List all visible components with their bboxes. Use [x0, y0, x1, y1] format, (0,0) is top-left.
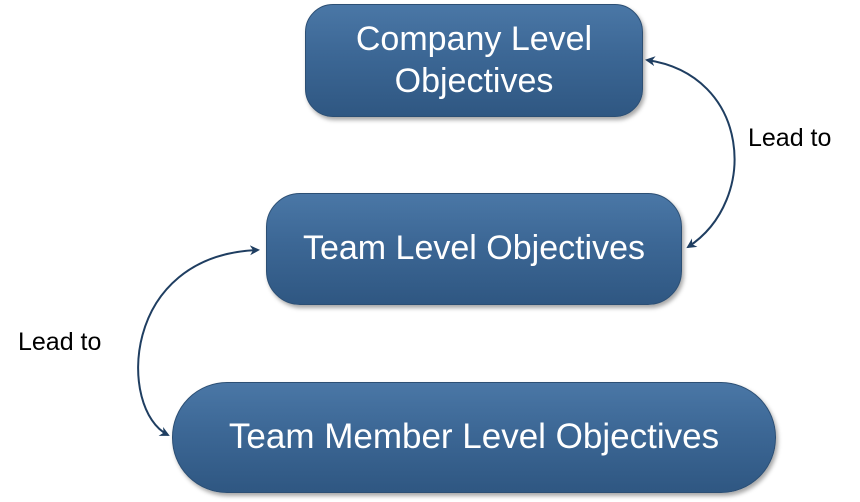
member-node-label: Team Member Level Objectives — [228, 417, 720, 457]
team-node-label: Team Level Objectives — [302, 229, 646, 268]
company-node-label: Company Level Objectives — [355, 20, 593, 100]
edge-label-company-team: Lead to — [748, 124, 832, 152]
edge-label-team-member: Lead to — [18, 328, 102, 356]
team-level-objectives-node: Team Level Objectives — [266, 193, 682, 305]
connector-team-member — [137, 245, 260, 436]
company-level-objectives-node: Company Level Objectives — [305, 4, 643, 117]
team-member-level-objectives-node: Team Member Level Objectives — [172, 382, 776, 493]
connector-company-team — [645, 56, 736, 249]
